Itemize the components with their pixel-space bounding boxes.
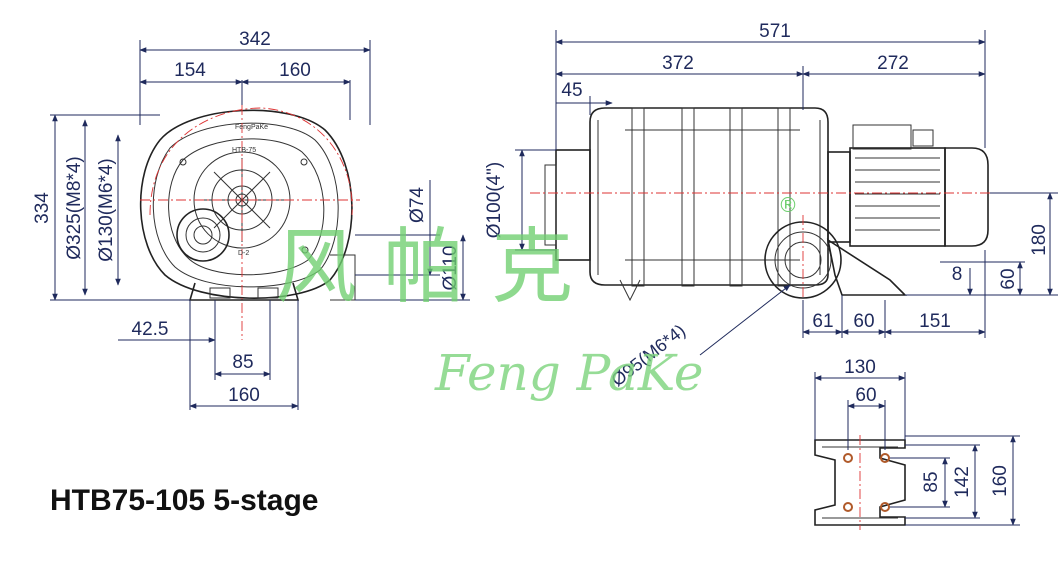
front-view: FengPaKe HTB-75 D-2 — [139, 105, 360, 340]
dim-foot-height: 60 — [998, 268, 1019, 289]
dim-bolt-circle-inner: Ø130(M6*4) — [96, 158, 117, 262]
dim-base-inner: 85 — [232, 352, 253, 373]
side-view — [530, 107, 1000, 310]
dim-foot-thickness: 8 — [952, 264, 963, 285]
dim-outlet-inner: Ø74 — [407, 187, 428, 223]
nameplate-mark: D-2 — [238, 250, 249, 257]
dim-foot-b: 60 — [853, 311, 874, 332]
dim-base-offset: 42.5 — [132, 319, 169, 340]
watermark: 风 帕 克 Feng PaKe ® — [275, 193, 798, 402]
dim-outlet-outer: Ø110 — [440, 245, 461, 290]
dim-shaft-height: 180 — [1029, 224, 1050, 256]
nameplate-model: HTB-75 — [232, 147, 256, 154]
plan-view — [814, 435, 906, 530]
dim-front-width-left: 154 — [174, 60, 206, 81]
dim-plan-depth: 160 — [990, 465, 1011, 497]
dim-side-length-motor: 272 — [877, 53, 909, 74]
dim-inlet-offset: 45 — [561, 80, 582, 101]
dim-side-length-body: 372 — [662, 53, 694, 74]
watermark-english: Feng PaKe — [434, 344, 703, 402]
front-dimensions: 342 154 160 334 Ø325(M8*4) Ø130(M6*4) Ø7… — [32, 29, 470, 410]
dim-front-height: 334 — [32, 192, 53, 224]
dim-foot-c: 151 — [919, 311, 951, 332]
dim-plan-width: 130 — [844, 357, 876, 378]
nameplate-brand: FengPaKe — [235, 124, 268, 131]
dim-side-length-overall: 571 — [759, 21, 791, 42]
drawing-title: HTB75-105 5-stage — [50, 484, 318, 517]
dim-inlet-diameter: Ø100(4") — [484, 162, 505, 238]
dim-bolt-circle-outer: Ø325(M8*4) — [64, 156, 85, 260]
dim-plan-hole: 85 — [921, 471, 942, 492]
dim-plan-inner: 60 — [855, 385, 876, 406]
dim-front-width-right: 160 — [279, 60, 311, 81]
dim-foot-a: 61 — [812, 311, 833, 332]
side-dimensions: 571 372 272 45 Ø100(4") Ø95(M6*4) 61 60 … — [484, 21, 1058, 390]
watermark-chinese: 风 帕 克 — [275, 220, 573, 315]
dim-front-width-overall: 342 — [239, 29, 271, 50]
watermark-registered: ® — [778, 193, 798, 217]
plan-dimensions: 130 60 85 142 160 — [814, 357, 1020, 526]
dim-plan-mid: 142 — [952, 466, 973, 498]
dim-base-outer: 160 — [228, 385, 260, 406]
